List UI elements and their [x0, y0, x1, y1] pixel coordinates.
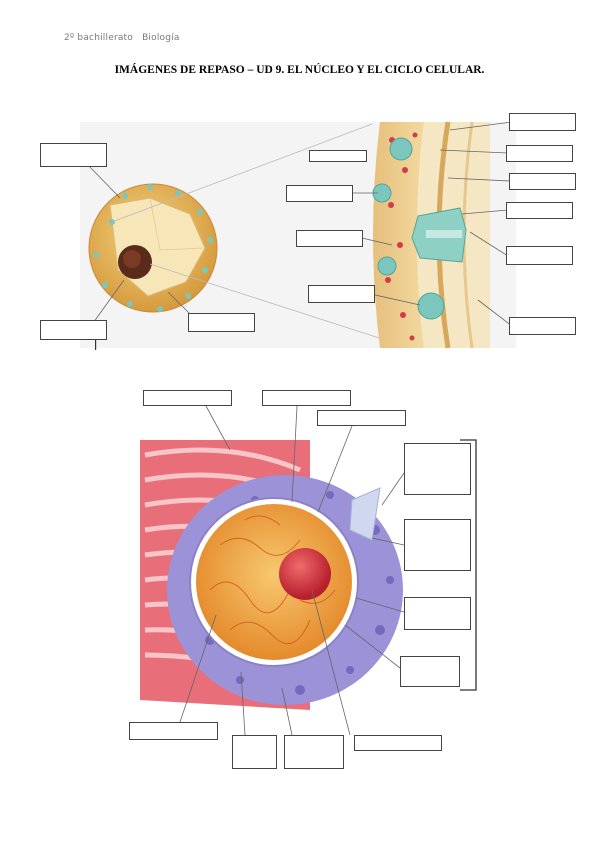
nuclear-envelope-enlarged	[372, 121, 490, 349]
label-box-11[interactable]	[506, 202, 573, 219]
label-box-15[interactable]	[262, 390, 351, 406]
label-box-4[interactable]	[309, 150, 367, 162]
figure-2-pointers	[179, 405, 405, 736]
label-box-21[interactable]	[129, 722, 218, 740]
label-box-7[interactable]	[308, 285, 375, 303]
label-box-18[interactable]	[404, 519, 471, 571]
page-header: 2º bachillerato Biología	[64, 33, 186, 43]
label-box-3[interactable]	[188, 313, 255, 332]
label-box-13[interactable]	[509, 317, 576, 335]
label-box-12[interactable]	[506, 246, 573, 265]
course-label: 2º bachillerato	[64, 33, 133, 43]
label-box-24[interactable]	[354, 735, 442, 751]
label-box-22[interactable]	[232, 735, 277, 769]
figure-1-side-line	[95, 338, 97, 350]
subject-label: Biología	[142, 33, 180, 43]
label-box-8[interactable]	[509, 113, 576, 131]
label-box-16[interactable]	[317, 410, 406, 426]
label-box-1[interactable]	[40, 143, 107, 167]
figure-2-artwork	[140, 440, 403, 710]
figure-2-bracket	[460, 439, 477, 691]
label-box-19[interactable]	[404, 597, 471, 630]
nucleus-sphere	[88, 183, 218, 313]
label-box-10[interactable]	[509, 173, 576, 190]
label-box-6[interactable]	[296, 230, 363, 247]
label-box-20[interactable]	[400, 656, 460, 687]
label-box-5[interactable]	[286, 185, 353, 202]
label-box-23[interactable]	[284, 735, 344, 769]
label-box-9[interactable]	[506, 145, 573, 162]
page-title: IMÁGENES DE REPASO – UD 9. EL NÚCLEO Y E…	[114, 64, 485, 76]
figure-1-pointers	[87, 121, 513, 331]
label-box-14[interactable]	[143, 390, 232, 406]
label-box-17[interactable]	[404, 443, 471, 495]
zoom-lines	[111, 123, 411, 349]
label-box-2[interactable]	[40, 320, 107, 340]
